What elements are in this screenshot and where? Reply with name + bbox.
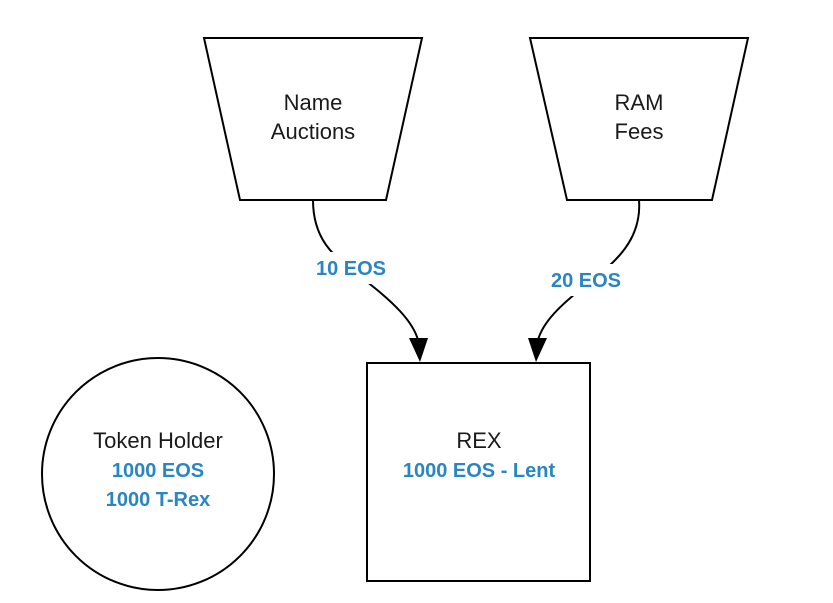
ram-fees-label-line1: RAM bbox=[615, 90, 664, 115]
name-auctions-label-line2: Auctions bbox=[271, 119, 355, 144]
ram-fees-shape bbox=[528, 37, 750, 201]
name-auctions-label-line1: Name bbox=[284, 90, 343, 115]
token-holder-eos: 1000 EOS bbox=[112, 460, 204, 482]
token-holder-shape bbox=[41, 357, 275, 591]
rex-shape bbox=[366, 362, 591, 582]
rex-title: REX bbox=[456, 428, 502, 453]
arrowhead-auctions-to-rex bbox=[409, 338, 428, 362]
token-holder-title: Token Holder bbox=[93, 428, 223, 453]
edge-label-20-eos: 20 EOS bbox=[551, 270, 621, 292]
edge-fees-to-rex: 20 EOS bbox=[528, 199, 641, 362]
rex-node: REX 1000 EOS - Lent bbox=[366, 362, 591, 582]
arrowhead-fees-to-rex bbox=[528, 338, 547, 362]
token-holder-trex: 1000 T-Rex bbox=[106, 489, 211, 511]
name-auctions-shape bbox=[202, 37, 424, 201]
ram-fees-label-line2: Fees bbox=[615, 119, 664, 144]
name-auctions-node: Name Auctions bbox=[202, 37, 424, 201]
rex-value: 1000 EOS - Lent bbox=[403, 460, 556, 482]
token-holder-node: Token Holder 1000 EOS 1000 T-Rex bbox=[41, 357, 275, 591]
edge-label-10-eos: 10 EOS bbox=[316, 258, 386, 280]
edge-auctions-to-rex: 10 EOS bbox=[300, 199, 428, 362]
ram-fees-node: RAM Fees bbox=[528, 37, 750, 201]
